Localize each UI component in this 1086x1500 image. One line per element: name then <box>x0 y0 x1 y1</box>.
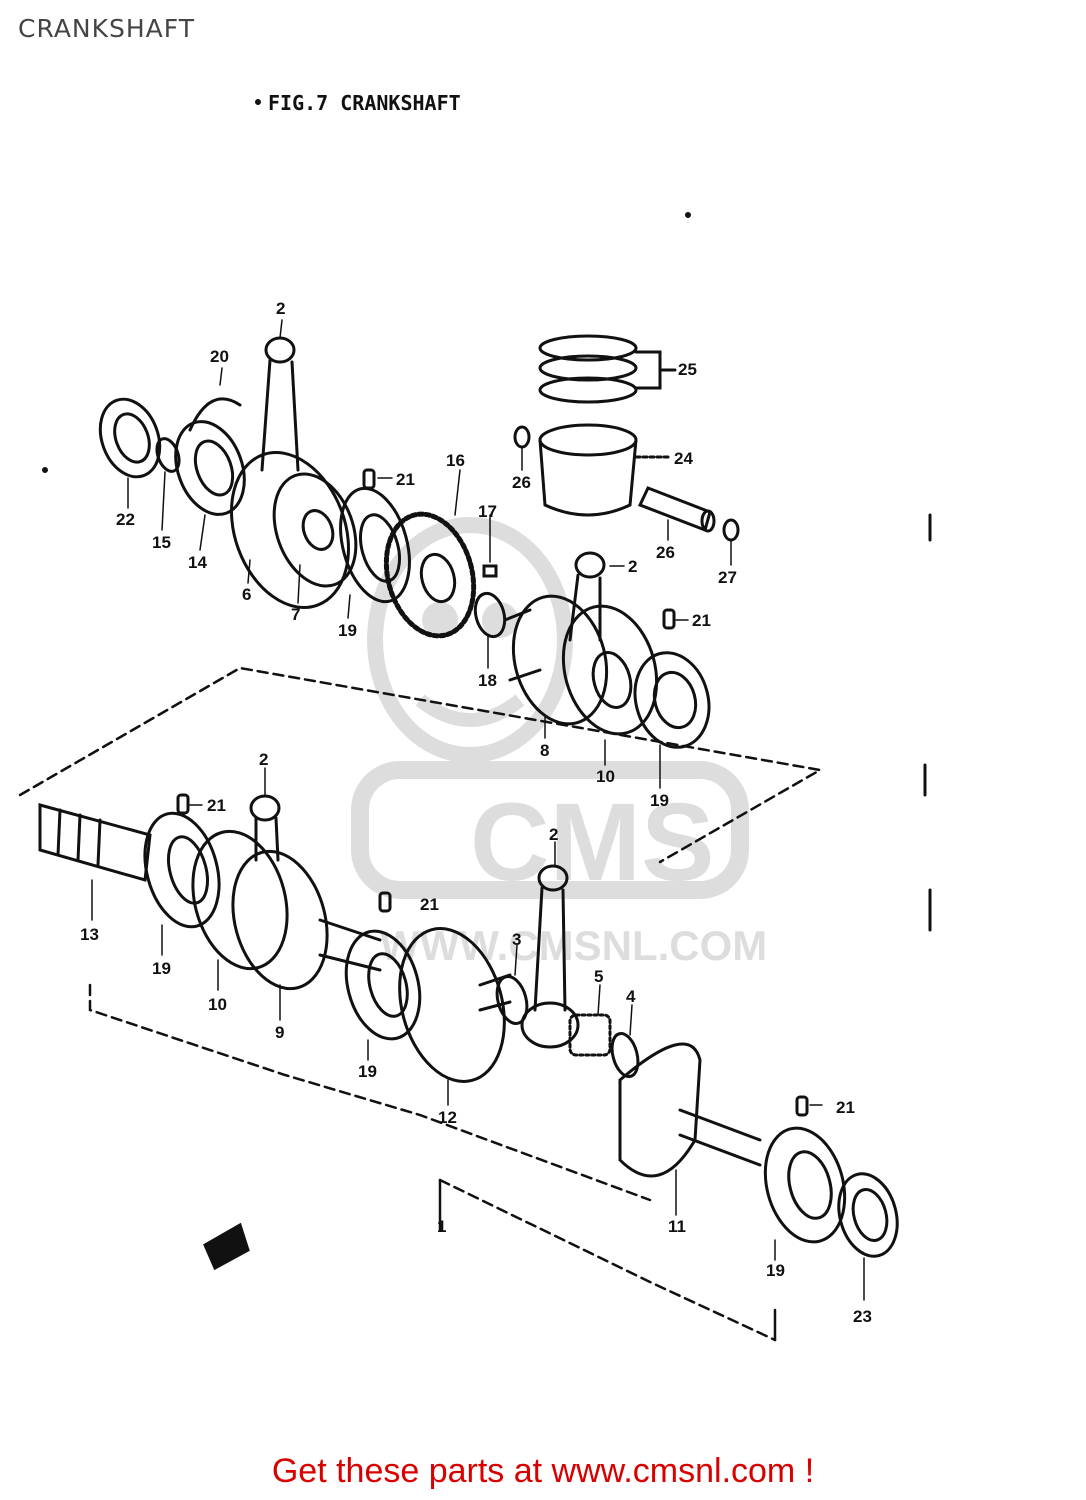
bearing-14 <box>174 420 246 516</box>
callout-17: 17 <box>478 502 497 521</box>
callout-22: 22 <box>116 510 135 529</box>
watermark-brand: CMS <box>470 781 714 904</box>
callout-25: 25 <box>678 360 697 379</box>
callout-21: 21 <box>207 796 226 815</box>
callout-12: 12 <box>438 1108 457 1127</box>
front-arrow-icon <box>203 1222 250 1271</box>
callout-9: 9 <box>275 1023 284 1042</box>
key-21-a <box>362 468 376 490</box>
connecting-rod-lower-left <box>249 794 281 862</box>
callout-2: 2 <box>276 299 285 318</box>
bearing-19-lower-right <box>763 1126 847 1244</box>
callout-27: 27 <box>718 568 737 587</box>
callout-21: 21 <box>396 470 415 489</box>
callout-20: 20 <box>210 347 229 366</box>
piston-rings-25 <box>538 334 677 404</box>
callout-5: 5 <box>594 967 603 986</box>
connecting-rod-lower-right <box>520 864 580 1049</box>
key-21-d <box>378 891 392 913</box>
callout-21: 21 <box>692 611 711 630</box>
crank-web-right-upper <box>503 594 659 736</box>
callout-19: 19 <box>650 791 669 810</box>
clip-27 <box>722 518 740 542</box>
callout-26: 26 <box>512 473 531 492</box>
ring-18 <box>473 591 507 639</box>
callout-10: 10 <box>208 995 227 1014</box>
callout-15: 15 <box>152 533 171 552</box>
callout-3: 3 <box>512 930 521 949</box>
primary-gear-16 <box>383 511 477 639</box>
crankshaft-end-13 <box>38 803 152 882</box>
washer-4 <box>610 1032 640 1078</box>
crank-web-11 <box>618 1042 762 1178</box>
connecting-rod-upper-right <box>568 551 606 642</box>
figure-title: FIG.7 CRANKSHAFT <box>268 91 461 115</box>
callout-21: 21 <box>836 1098 855 1117</box>
oil-seal-23 <box>837 1172 899 1258</box>
callout-8: 8 <box>540 741 549 760</box>
callout-13: 13 <box>80 925 99 944</box>
callout-1: 1 <box>437 1217 446 1236</box>
callout-2: 2 <box>549 825 558 844</box>
callout-6: 6 <box>242 585 251 604</box>
callout-14: 14 <box>188 553 207 572</box>
callout-24: 24 <box>674 449 693 468</box>
callout-19: 19 <box>358 1062 377 1081</box>
clip-26-a <box>513 425 531 449</box>
crank-web-lower-left <box>191 829 382 991</box>
callout-19: 19 <box>766 1261 785 1280</box>
oil-seal-22 <box>98 397 162 479</box>
key-21-e <box>795 1095 809 1117</box>
callout-23: 23 <box>853 1307 872 1326</box>
piston-pin-26 <box>637 486 716 533</box>
callout-7: 7 <box>291 605 300 624</box>
assembly-boundary-lower <box>88 983 777 1342</box>
clip-20 <box>188 397 242 432</box>
callout-18: 18 <box>478 671 497 690</box>
callout-4: 4 <box>626 987 636 1006</box>
callout-10: 10 <box>596 767 615 786</box>
washer-3 <box>495 975 529 1025</box>
callout-2: 2 <box>628 557 637 576</box>
callout-labels: 2 20 25 24 26 26 27 16 17 21 22 15 14 6 … <box>80 299 872 1326</box>
callout-11: 11 <box>668 1217 686 1236</box>
footer-promo-link[interactable]: Get these parts at www.cmsnl.com ! <box>271 1452 815 1490</box>
key-21-c <box>176 793 190 815</box>
assembly-boundary-upper <box>18 666 824 864</box>
piston-24 <box>538 423 672 517</box>
bearing-19-upper-right <box>633 651 711 749</box>
key-17 <box>482 564 498 578</box>
page-title: CRANKSHAFT <box>18 14 195 43</box>
connecting-rod-upper <box>260 336 300 472</box>
callout-19: 19 <box>152 959 171 978</box>
bearing-19-lower-mid <box>344 929 422 1041</box>
ring-15 <box>155 437 181 473</box>
callout-16: 16 <box>446 451 465 470</box>
crank-web-left-upper <box>230 451 358 609</box>
needle-bearing-5 <box>568 1013 612 1057</box>
bearing-19-lower-left <box>143 811 221 929</box>
callout-26: 26 <box>656 543 675 562</box>
key-21-b <box>662 608 676 630</box>
callout-2: 2 <box>259 750 268 769</box>
callout-19: 19 <box>338 621 357 640</box>
callout-21: 21 <box>420 895 439 914</box>
